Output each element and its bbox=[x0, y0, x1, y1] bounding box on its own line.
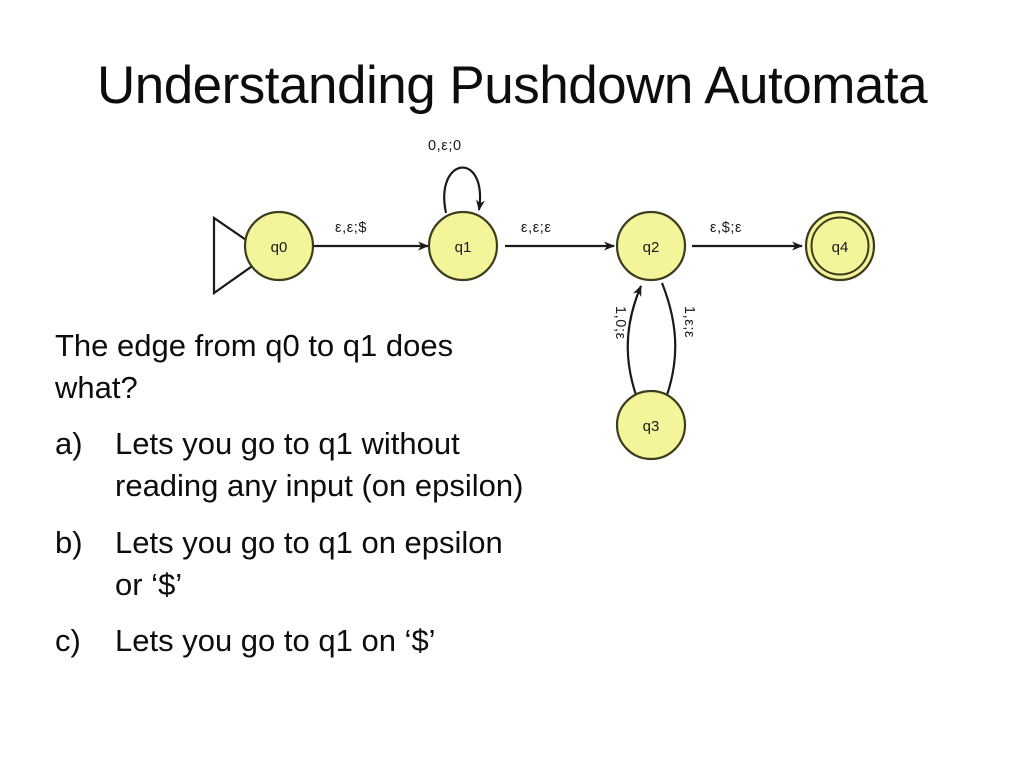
edge-q0-q1: ε,ε;$ bbox=[314, 220, 429, 251]
answer-text-a: Lets you go to q1 without reading any in… bbox=[115, 426, 524, 504]
state-label-q2: q2 bbox=[643, 239, 660, 256]
state-node-q4-accepting[interactable]: q4 bbox=[804, 210, 876, 282]
answer-marker-c: c) bbox=[55, 622, 81, 658]
answer-option-c[interactable]: c) Lets you go to q1 on ‘$’ bbox=[55, 620, 525, 662]
question-block: The edge from q0 to q1 does what? a) Let… bbox=[55, 325, 525, 662]
edge-q1-q2: ε,ε;ε bbox=[505, 220, 615, 251]
edge-label-q3-q2: 1,0;ε bbox=[612, 306, 628, 340]
edge-label-q0-q1: ε,ε;$ bbox=[335, 220, 367, 236]
pushdown-automaton-diagram: ε,ε;$ 0,ε;0 ε,ε;ε ε,$;ε 1,ε;ε 1,0;ε bbox=[196, 128, 906, 473]
edge-label-q1-self-loop: 0,ε;0 bbox=[428, 138, 462, 154]
edge-label-q2-q3: 1,ε;ε bbox=[681, 306, 697, 338]
answer-option-a[interactable]: a) Lets you go to q1 without reading any… bbox=[55, 423, 525, 507]
state-label-q3: q3 bbox=[643, 418, 660, 435]
edge-q1-self-loop: 0,ε;0 bbox=[428, 138, 485, 214]
start-arrow-icon bbox=[212, 215, 270, 296]
answer-marker-a: a) bbox=[55, 426, 83, 462]
answer-text-c: Lets you go to q1 on ‘$’ bbox=[115, 622, 436, 658]
state-label-q4: q4 bbox=[832, 239, 849, 256]
edge-q2-q4: ε,$;ε bbox=[692, 220, 803, 251]
state-node-q0[interactable]: q0 bbox=[243, 210, 315, 282]
edge-label-q2-q4: ε,$;ε bbox=[710, 220, 742, 236]
state-node-q1[interactable]: q1 bbox=[427, 210, 499, 282]
state-label-q0: q0 bbox=[271, 239, 288, 256]
state-node-q2[interactable]: q2 bbox=[615, 210, 687, 282]
state-label-q1: q1 bbox=[455, 239, 472, 256]
page-title: Understanding Pushdown Automata bbox=[96, 56, 928, 115]
answer-marker-b: b) bbox=[55, 524, 83, 560]
answer-text-b: Lets you go to q1 on epsilon or ‘$’ bbox=[115, 524, 503, 602]
question-prompt: The edge from q0 to q1 does what? bbox=[55, 328, 454, 406]
edge-label-q1-q2: ε,ε;ε bbox=[521, 220, 551, 236]
state-node-q3[interactable]: q3 bbox=[615, 389, 687, 461]
answer-option-b[interactable]: b) Lets you go to q1 on epsilon or ‘$’ bbox=[55, 522, 525, 606]
